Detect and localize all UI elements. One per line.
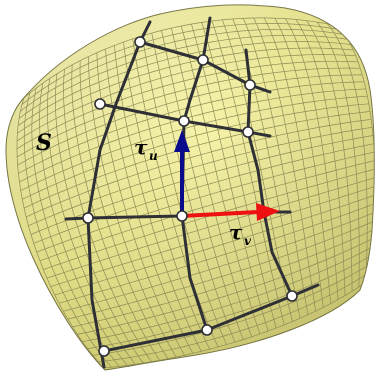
mesh-line-v (18, 81, 365, 174)
mesh-line-v (63, 211, 375, 312)
mesh-line-v (67, 220, 375, 320)
mesh-line-v (20, 28, 345, 112)
mesh-line-v (22, 103, 369, 200)
mesh-line-v (92, 261, 374, 356)
grid-node (178, 115, 190, 127)
mesh-line-v (26, 118, 372, 218)
grid-node (244, 79, 256, 91)
grid-node (98, 345, 110, 357)
mesh-line-v (46, 177, 375, 279)
tau-u-label: τ (134, 135, 148, 159)
grid-node (286, 290, 298, 302)
mesh-line-v (16, 54, 356, 142)
mesh-line-v (33, 143, 374, 244)
mesh-line-v (17, 67, 361, 158)
surface-shading (6, 4, 375, 370)
grid-node (134, 36, 146, 48)
grid-node (94, 98, 106, 110)
mesh-line-v (17, 74, 363, 166)
mesh-line-v (43, 168, 375, 270)
mesh-line-v (23, 17, 339, 99)
mesh-line-v (72, 228, 375, 328)
mesh-line-v (82, 245, 375, 342)
mesh-line-v (17, 47, 354, 134)
mesh-line-v (54, 194, 375, 296)
mesh-line-v (103, 277, 373, 369)
mesh-line-v (77, 237, 375, 335)
mesh-line-v (50, 185, 375, 287)
tau-v-subscript: v (244, 234, 252, 248)
v-parameter-curve (98, 102, 272, 138)
mesh-line-v (87, 253, 375, 349)
grid-node (82, 212, 94, 224)
tau-u-vector (174, 130, 190, 216)
mesh-line-v (18, 34, 348, 119)
grid-node (242, 126, 254, 138)
mesh-line-v (30, 135, 374, 235)
surface-label: S (36, 130, 52, 156)
mesh-line-v (17, 41, 351, 126)
mesh-line-v (28, 127, 373, 227)
grid-node (201, 324, 213, 336)
mesh-line-v (58, 203, 375, 304)
grid-node (197, 54, 209, 66)
mesh-line-v (36, 151, 375, 253)
mesh-line-v (98, 269, 373, 363)
mesh-line-v (16, 60, 359, 150)
v-parameter-curve (138, 40, 272, 94)
origin-node (176, 210, 188, 222)
tau-v-vector (181, 203, 280, 221)
v-parameter-curve (102, 283, 320, 353)
mesh-line-v (21, 23, 342, 105)
tau-u-subscript: u (149, 149, 158, 163)
tau-v-label: τ (229, 220, 243, 244)
surface-mesh (16, 17, 375, 369)
